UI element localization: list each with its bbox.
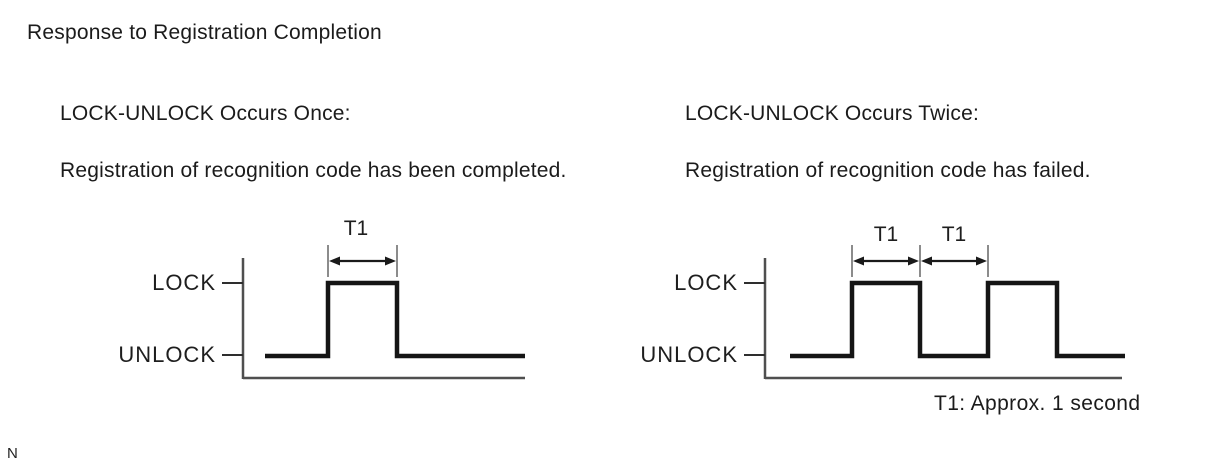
diagram-axis [744, 258, 1122, 380]
arrowhead-left-icon [853, 256, 864, 266]
unlock-level-label: UNLOCK [640, 342, 738, 367]
left-section-heading: LOCK-UNLOCK Occurs Once: [60, 102, 351, 125]
t1-duration-label: T1 [343, 217, 369, 240]
left-section-description: Registration of recognition code has bee… [60, 159, 567, 182]
lock-level-label: LOCK [152, 270, 216, 295]
right-section-description: Registration of recognition code has fai… [685, 159, 1091, 182]
t1-duration-label: T1 [941, 223, 967, 246]
arrowhead-left-icon [329, 256, 340, 266]
t1-note: T1: Approx. 1 second [934, 392, 1141, 415]
t1-duration-label: T1 [873, 223, 899, 246]
t1-dimension-second [921, 245, 989, 277]
single-pulse-timing-diagram [222, 245, 525, 380]
lock-unlock-waveform [265, 280, 525, 359]
diagram-axis [222, 258, 525, 380]
page-title: Response to Registration Completion [27, 21, 382, 44]
right-section-heading: LOCK-UNLOCK Occurs Twice: [685, 102, 980, 125]
t1-dimension-first [851, 245, 921, 277]
arrowhead-right-icon [976, 256, 987, 266]
arrowhead-left-icon [921, 256, 932, 266]
arrowhead-right-icon [908, 256, 919, 266]
double-pulse-timing-diagram [744, 245, 1125, 380]
lock-level-label: LOCK [674, 270, 738, 295]
lock-unlock-waveform [790, 280, 1125, 359]
t1-dimension [327, 245, 398, 277]
page-corner-marker: N [7, 445, 18, 462]
unlock-level-label: UNLOCK [118, 342, 216, 367]
arrowhead-right-icon [385, 256, 396, 266]
